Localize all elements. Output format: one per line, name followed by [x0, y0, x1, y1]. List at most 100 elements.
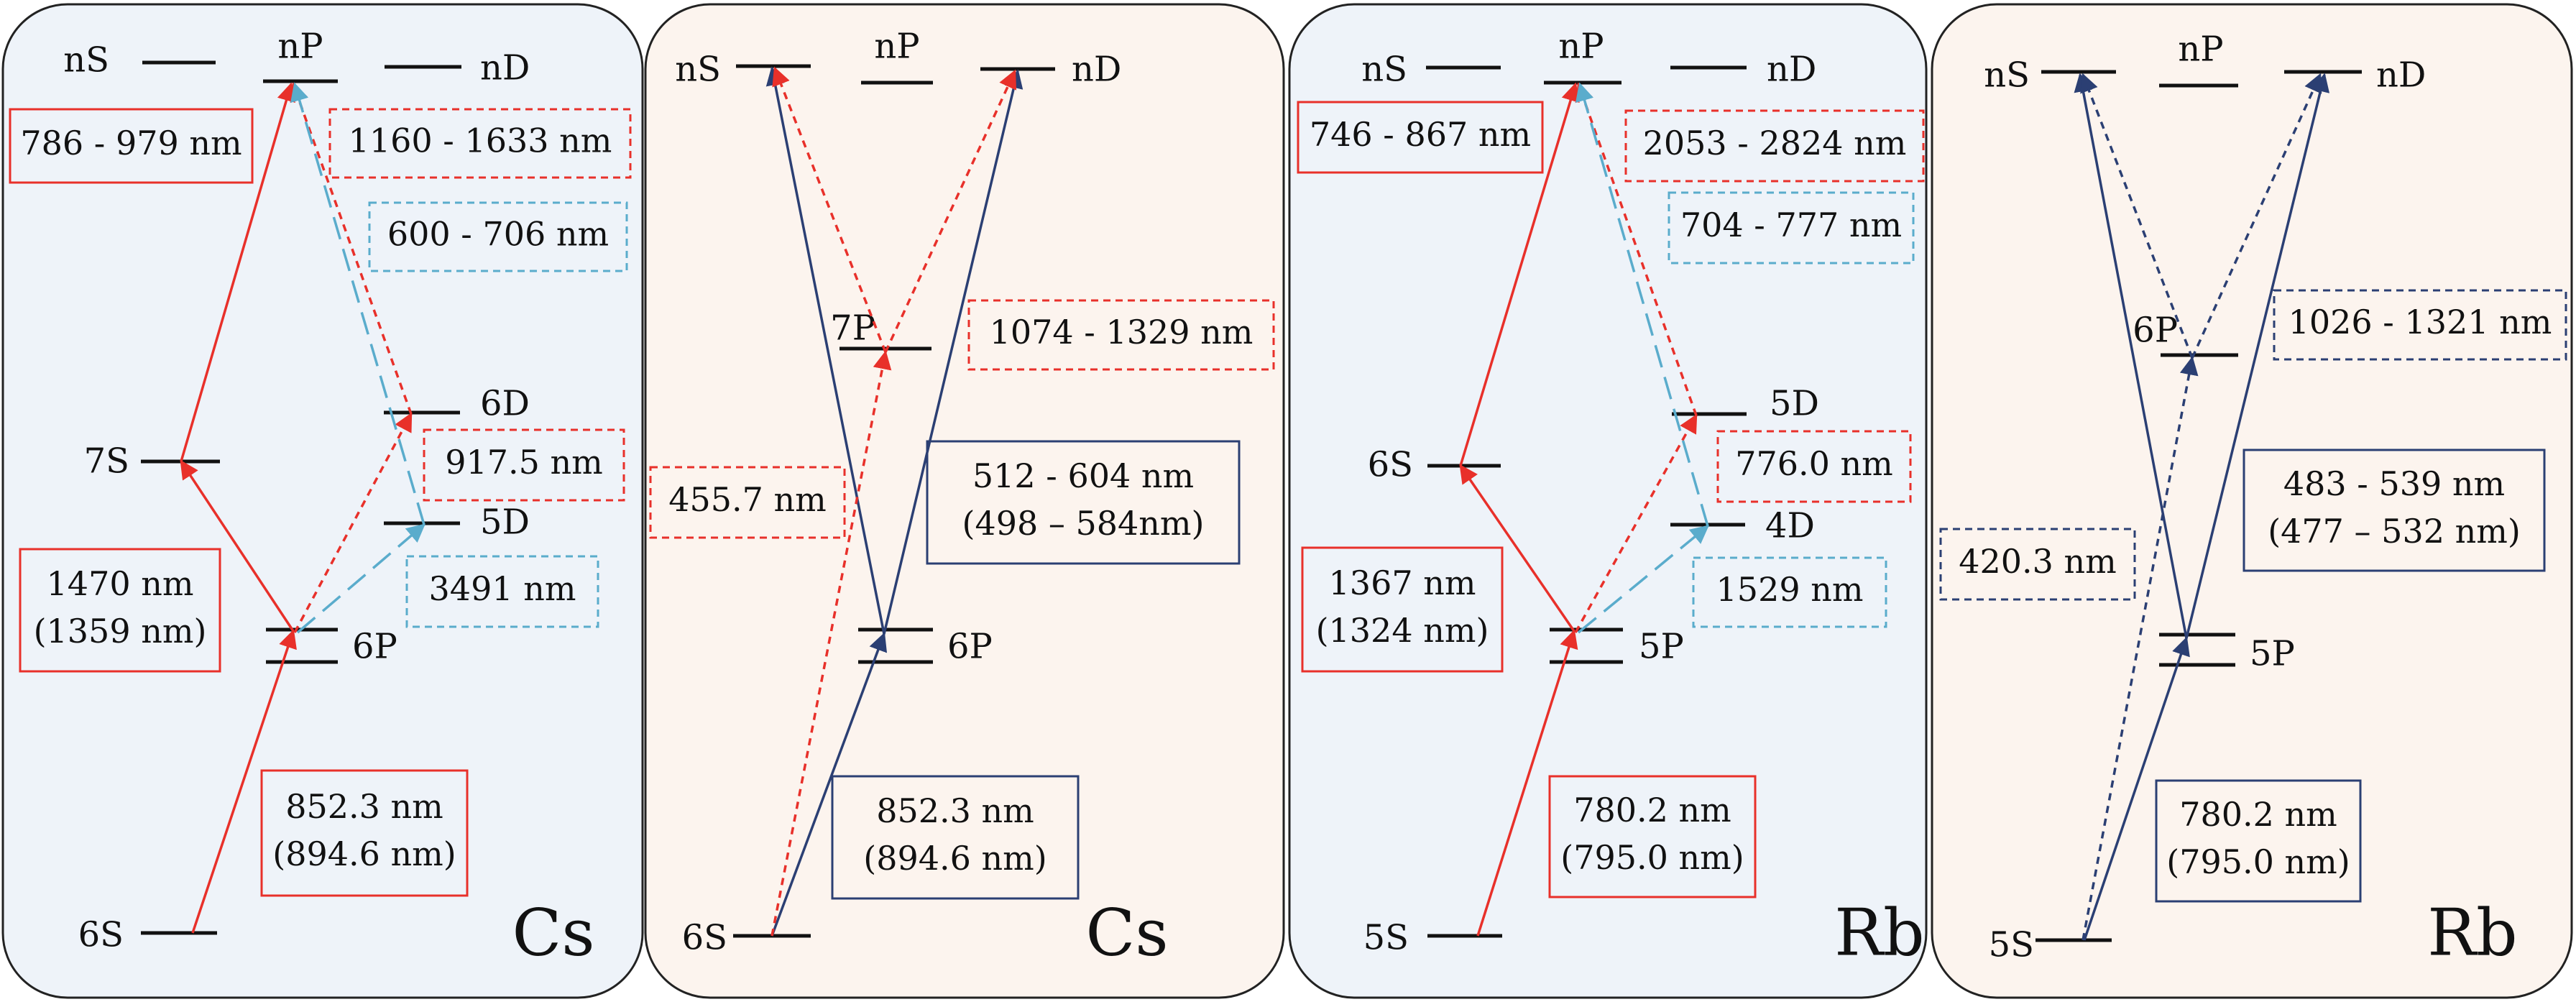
wavelength-label: 1367 nm	[1329, 564, 1476, 602]
transition-arrow	[180, 459, 295, 632]
atom-label: Rb	[1834, 895, 1924, 970]
level-label-6s: 6S	[682, 918, 727, 958]
level-label-nd: nD	[2376, 55, 2426, 96]
level-label-nd: nD	[1767, 50, 1816, 90]
transition-arrow	[883, 69, 1024, 635]
level-label-ns: nS	[1361, 50, 1407, 90]
transition-arrow	[770, 350, 892, 937]
wavelength-label: 1529 nm	[1716, 570, 1864, 609]
wavelength-box	[1297, 101, 1544, 174]
level-label-ns: nS	[675, 50, 721, 90]
wavelength-label: (498 – 584nm)	[962, 504, 1205, 543]
atom-label: Cs	[512, 895, 594, 970]
transition-arrow	[2185, 73, 2330, 639]
wavelength-box	[2242, 449, 2546, 572]
level-label-6p: 6P	[947, 627, 993, 667]
wavelength-box	[260, 769, 469, 897]
transition-arrow	[1459, 464, 1576, 632]
transition-arrow	[1476, 629, 1578, 937]
wavelength-label: 1026 - 1321 nm	[2288, 303, 2552, 341]
transition-arrow	[2080, 73, 2194, 359]
wavelength-label: 2053 - 2824 nm	[1643, 124, 1907, 162]
wavelength-label: 852.3 nm	[285, 787, 443, 826]
wavelength-label: (477 – 532 nm)	[2268, 512, 2521, 551]
wavelength-box	[1692, 556, 1887, 628]
transition-arrow	[1577, 525, 1710, 634]
level-label-6p: 6P	[352, 627, 397, 667]
wavelength-label: (1359 nm)	[34, 612, 207, 650]
wavelength-label: 746 - 867 nm	[1310, 115, 1531, 154]
panel-background	[1, 3, 644, 999]
wavelength-label: 420.3 nm	[1959, 542, 2117, 581]
wavelength-box	[328, 108, 632, 179]
wavelength-box	[1301, 546, 1504, 673]
level-label-5p: 5P	[1639, 627, 1684, 667]
panel-background	[1288, 3, 1928, 999]
wavelength-label: (795.0 nm)	[2166, 842, 2350, 881]
wavelength-label: (894.6 nm)	[863, 839, 1046, 878]
wavelength-box	[649, 466, 846, 539]
level-label-5s: 5S	[1363, 918, 1409, 958]
wavelength-label: 780.2 nm	[2179, 795, 2337, 834]
wavelength-box	[831, 775, 1080, 900]
wavelength-box	[1716, 430, 1912, 503]
panel-2: nS nP nD 7P 6P 6S 1074 - 1329 nm 455.7 nm 512 - …	[644, 3, 1285, 999]
level-label-7p: 7P	[830, 308, 875, 349]
transition-arrow	[1575, 82, 1698, 416]
wavelength-label: 512 - 604 nm	[972, 456, 1194, 495]
wavelength-label: 1074 - 1329 nm	[990, 313, 1254, 351]
level-label-5d: 5D	[1770, 384, 1819, 424]
wavelength-label: 852.3 nm	[876, 791, 1034, 830]
level-label-ns: nS	[63, 40, 109, 81]
wavelength-label: (894.6 nm)	[272, 834, 456, 873]
wavelength-label: 917.5 nm	[445, 443, 603, 482]
wavelength-label: 483 - 539 nm	[2283, 464, 2505, 503]
transition-arrow	[191, 629, 297, 934]
wavelength-box	[368, 201, 628, 272]
wavelength-box	[1624, 109, 1925, 183]
level-label-5p: 5P	[2250, 634, 2295, 674]
wavelength-label: 3491 nm	[429, 569, 576, 608]
wavelength-label: (795.0 nm)	[1560, 838, 1744, 877]
transition-arrow	[770, 632, 888, 937]
transition-arrow	[1576, 82, 1709, 527]
transition-arrow	[296, 523, 426, 634]
wavelength-label: 600 - 706 nm	[387, 215, 609, 254]
wavelength-box	[2273, 289, 2567, 361]
level-label-7s: 7S	[84, 441, 129, 482]
wavelength-label: (1324 nm)	[1316, 611, 1489, 650]
level-label-6s: 6S	[1368, 445, 1413, 485]
level-label-5s: 5S	[1989, 925, 2034, 965]
wavelength-box	[967, 299, 1275, 371]
transition-arrow	[290, 82, 426, 525]
transition-arrow	[765, 66, 886, 635]
wavelength-box	[9, 108, 254, 184]
atom-label: Rb	[2427, 895, 2517, 970]
level-label-6d: 6D	[480, 384, 530, 424]
panel-background	[644, 3, 1285, 999]
transition-arrow	[290, 82, 413, 415]
level-label-np: nP	[2178, 29, 2223, 70]
wavelength-label: 776.0 nm	[1735, 444, 1893, 483]
transition-arrow	[2074, 73, 2188, 639]
level-label-4d: 4D	[1765, 506, 1815, 546]
wavelength-box	[1548, 775, 1757, 898]
panel-3: nS nP nD 6S 5D 4D 5P 5S 746 - 867 nm 2053 - 2824 …	[1288, 3, 1928, 999]
level-label-np: nP	[277, 27, 323, 67]
wavelength-box	[926, 440, 1241, 565]
wavelength-box	[405, 555, 599, 628]
transition-arrow	[1459, 82, 1580, 466]
wavelength-label: 455.7 nm	[668, 480, 827, 519]
level-label-nd: nD	[1072, 50, 1121, 90]
transition-arrow	[2083, 636, 2190, 941]
panel-background	[1931, 3, 2573, 999]
level-label-6p: 6P	[2133, 311, 2178, 351]
level-label-np: nP	[874, 27, 919, 67]
transition-arrow	[180, 82, 295, 462]
transition-arrow	[2082, 356, 2199, 941]
level-label-np: nP	[1558, 27, 1604, 67]
wavelength-box	[19, 548, 221, 673]
